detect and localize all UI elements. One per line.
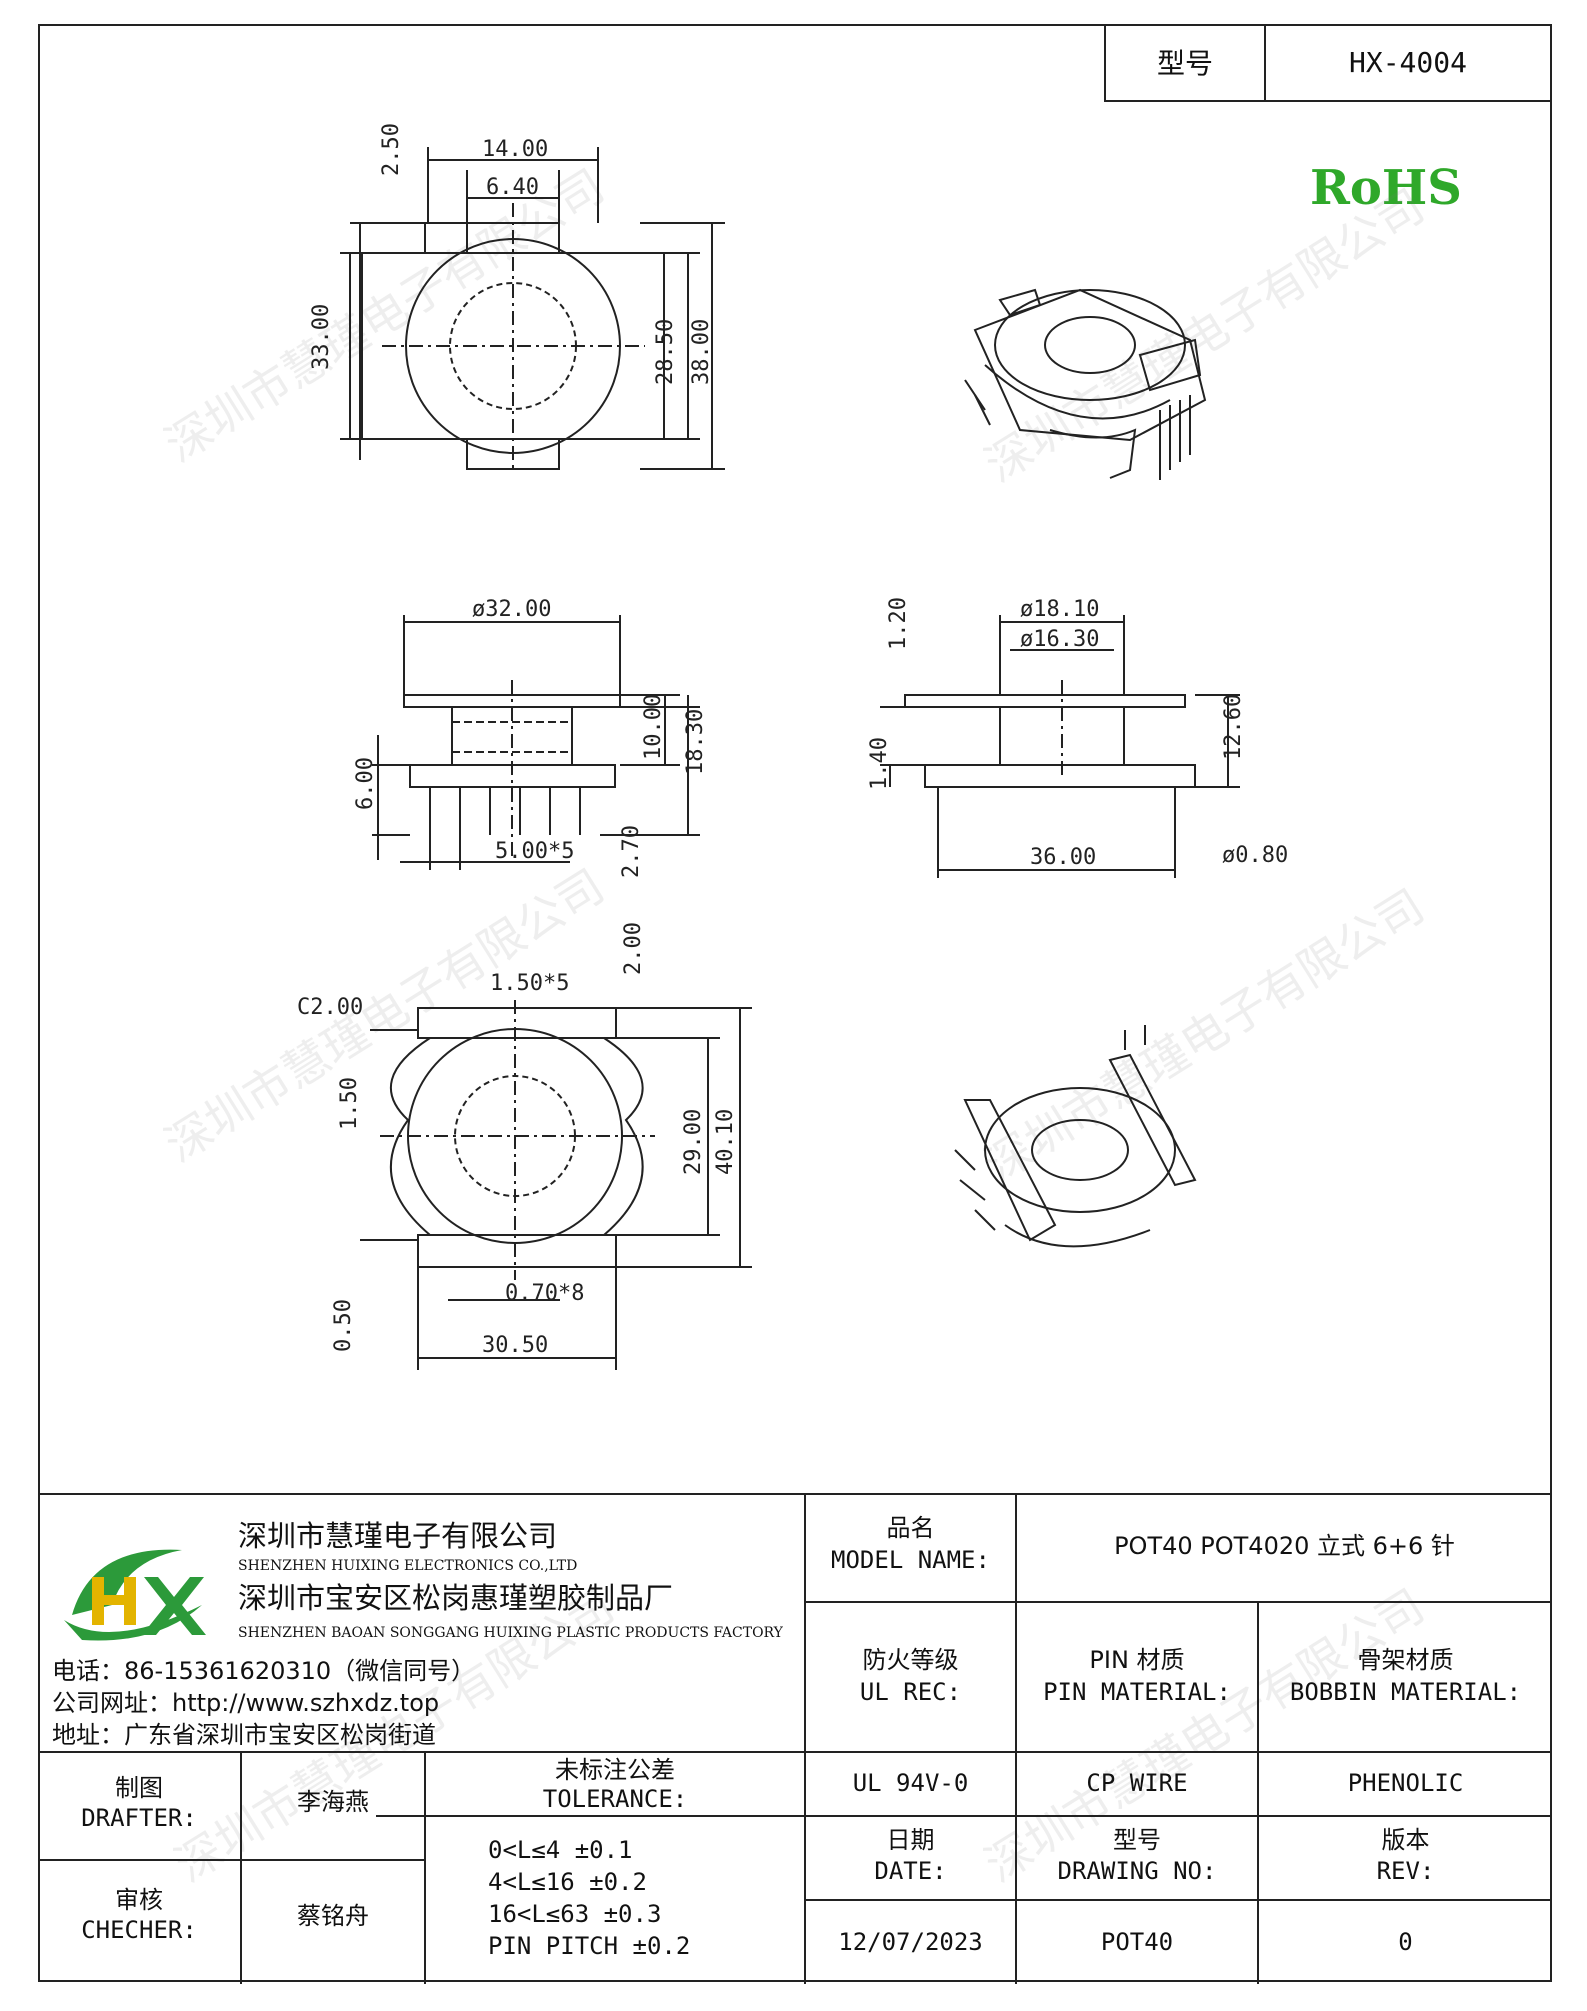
factory-name-en: SHENZHEN BAOAN SONGGANG HUIXING PLASTIC … (238, 1625, 783, 1641)
checker-label-cn: 审核 (115, 1886, 163, 1914)
bobbin-material-value: PHENOLIC (1347, 1769, 1464, 1797)
dim-text: 10.00 (641, 694, 666, 760)
dim-text: 33.00 (309, 304, 334, 370)
drawing-no-label-cn: 型号 (1113, 1826, 1161, 1854)
dim-text: 2.00 (621, 922, 646, 975)
drawing-no-value: POT40 (1100, 1928, 1174, 1956)
dim-text: 40.10 (713, 1109, 738, 1175)
ul-label-en: UL REC: (859, 1678, 962, 1706)
date-label-cn: 日期 (886, 1826, 935, 1854)
title-block: 深圳市慧瑾电子有限公司 SHENZHEN HUIXING ELECTRONICS… (38, 1493, 1552, 1984)
drawing-no-label-en: DRAWING NO: (1057, 1857, 1217, 1885)
technical-drawing: 14.00 6.40 2.50 33.00 28.50 38.00 ø32.00… (297, 123, 1288, 1370)
model-value: HX-4004 (1348, 45, 1467, 79)
rev-value: 0 (1398, 1928, 1413, 1956)
front-view (372, 615, 700, 870)
dim-text: 30.50 (482, 1333, 548, 1358)
drawing-sheet (38, 24, 1552, 1982)
rev-label-cn: 版本 (1381, 1826, 1430, 1854)
drafter-name: 李海燕 (297, 1788, 369, 1816)
date-label-en: DATE: (874, 1857, 947, 1885)
company-name-cn: 深圳市慧瑾电子有限公司 (238, 1519, 558, 1553)
pin-material-label-cn: PIN 材质 (1089, 1646, 1185, 1674)
bobbin-material-label-en: BOBBIN MATERIAL: (1289, 1678, 1522, 1706)
factory-name-cn: 深圳市宝安区松岗惠瑾塑胶制品厂 (238, 1581, 674, 1615)
iso-view-1 (964, 288, 1207, 480)
company-logo (64, 1549, 206, 1641)
tolerance-row: PIN PITCH ±0.2 (488, 1932, 691, 1960)
ul-label-cn: 防火等级 (862, 1646, 959, 1674)
dim-text: 1.20 (886, 597, 911, 650)
iso-view-2 (954, 1025, 1197, 1248)
checker-name: 蔡铭舟 (297, 1902, 369, 1930)
dim-text: C2.00 (297, 995, 363, 1020)
bottom-view (360, 1000, 752, 1370)
dim-text: 14.00 (482, 137, 548, 162)
model-name-value: POT40 POT4020 立式 6+6 针 (1114, 1532, 1455, 1560)
tolerance-row: 0<L≤4 ±0.1 (488, 1836, 633, 1864)
dim-text: 1.50 (337, 1077, 362, 1130)
bobbin-material-label-cn: 骨架材质 (1357, 1646, 1454, 1674)
dim-text: ø0.80 (1222, 843, 1288, 868)
company-address: 地址：广东省深圳市宝安区松岗街道 (52, 1721, 436, 1749)
tolerance-label-en: TOLERANCE: (542, 1785, 688, 1813)
dim-text: 2.50 (379, 123, 404, 176)
dim-text: 29.00 (681, 1109, 706, 1175)
model-name-label-en: MODEL NAME: (831, 1546, 990, 1574)
dim-text: ø18.10 (1020, 597, 1099, 622)
dim-text: 18.30 (683, 709, 708, 775)
model-header: 型号 HX-4004 (1104, 24, 1552, 102)
drafter-label-cn: 制图 (115, 1774, 163, 1802)
dim-text: ø16.30 (1020, 627, 1099, 652)
dim-text: 28.50 (653, 319, 678, 385)
model-label: 型号 (1106, 24, 1266, 100)
dim-text: 12.60 (1221, 694, 1246, 760)
tolerance-row: 4<L≤16 ±0.2 (488, 1868, 647, 1896)
dim-text: 1.40 (867, 737, 892, 790)
dim-text: ø32.00 (472, 597, 551, 622)
tolerance-label-cn: 未标注公差 (555, 1756, 675, 1784)
model-name-label-cn: 品名 (886, 1514, 935, 1542)
tolerance-row: 16<L≤63 ±0.3 (488, 1900, 662, 1928)
dim-text: 0.50 (331, 1299, 356, 1352)
rohs-mark: RoHS (1310, 160, 1462, 216)
dim-text: 0.70*8 (505, 1281, 584, 1306)
dim-text: 5.00*5 (495, 839, 574, 864)
checker-label-en: CHECHER: (81, 1916, 197, 1944)
pin-material-value: CP WIRE (1086, 1769, 1188, 1797)
drafter-label-en: DRAFTER: (81, 1804, 197, 1832)
top-view (340, 147, 725, 470)
dim-text: 2.70 (619, 825, 644, 878)
company-website: 公司网址：http://www.szhxdz.top (52, 1689, 440, 1717)
dim-text: 6.00 (353, 757, 378, 810)
date-value: 12/07/2023 (838, 1928, 983, 1956)
dim-text: 1.50*5 (490, 971, 569, 996)
dim-text: 36.00 (1030, 845, 1096, 870)
dim-text: 6.40 (486, 175, 539, 200)
dimension-labels: 14.00 6.40 2.50 33.00 28.50 38.00 ø32.00… (297, 123, 1288, 1358)
pin-material-label-en: PIN MATERIAL: (1043, 1678, 1231, 1706)
side-view (880, 615, 1240, 878)
company-block: 深圳市慧瑾电子有限公司 SHENZHEN HUIXING ELECTRONICS… (38, 1495, 806, 1753)
company-name-en: SHENZHEN HUIXING ELECTRONICS CO.,LTD (238, 1558, 578, 1574)
company-phone: 电话：86-15361620310（微信同号） (52, 1657, 476, 1685)
rev-label-en: REV: (1376, 1857, 1435, 1885)
ul-value: UL 94V-0 (852, 1769, 969, 1797)
dim-text: 38.00 (689, 319, 714, 385)
